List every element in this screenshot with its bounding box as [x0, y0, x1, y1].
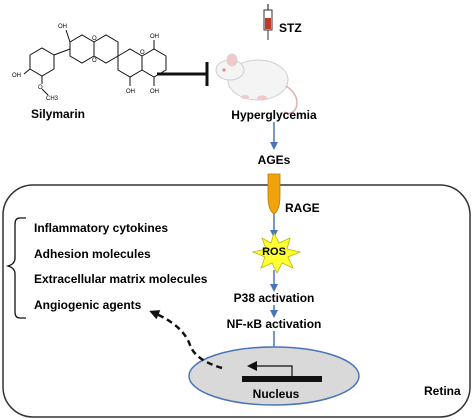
oxygen-label-4: O: [140, 50, 145, 56]
oh-label-top: OH: [58, 24, 67, 30]
oxygen-label-2: O: [92, 36, 97, 42]
methyl-label: CH3: [46, 96, 59, 102]
oh-label-right-top: OH: [150, 34, 159, 40]
mouse-icon: [215, 53, 298, 115]
effects-bracket: [5, 217, 26, 319]
retina-label: Retina: [424, 384, 461, 398]
rage-receptor-icon: [267, 173, 281, 215]
effect-adhesion-molecules: Adhesion molecules: [34, 247, 151, 261]
effect-inflammatory-cytokines: Inflammatory cytokines: [34, 221, 169, 235]
oh-label-mid: OH: [126, 89, 135, 95]
effect-extracellular-matrix: Extracellular matrix molecules: [34, 272, 208, 286]
dna-bar: [242, 376, 322, 382]
oxygen-label-3: O: [92, 58, 97, 64]
nucleus-label: Nucleus: [252, 387, 300, 401]
cell-membrane: [2, 184, 471, 418]
nfkb-activation-label: NF-κB activation: [226, 317, 322, 331]
hyperglycemia-label: Hyperglycemia: [231, 108, 317, 122]
dashed-output-arrow: [149, 310, 223, 370]
ros-burst-icon: [251, 231, 302, 274]
rage-label: RAGE: [285, 201, 320, 215]
ros-label: ROS: [262, 246, 286, 258]
oh-label-right-bottom: OH: [150, 89, 159, 95]
silymarin-label: Silymarin: [30, 107, 86, 121]
effect-angiogenic-agents: Angiogenic agents: [34, 298, 142, 312]
transcription-arrow: [247, 361, 293, 376]
p38-activation-label: P38 activation: [233, 291, 315, 305]
syringe-icon: [263, 4, 273, 40]
stz-label: STZ: [279, 21, 302, 35]
oxygen-label-1: O: [38, 85, 43, 91]
oh-label-left: OH: [12, 73, 21, 79]
ages-label: AGEs: [257, 153, 291, 167]
silymarin-structure-icon: [23, 29, 167, 96]
